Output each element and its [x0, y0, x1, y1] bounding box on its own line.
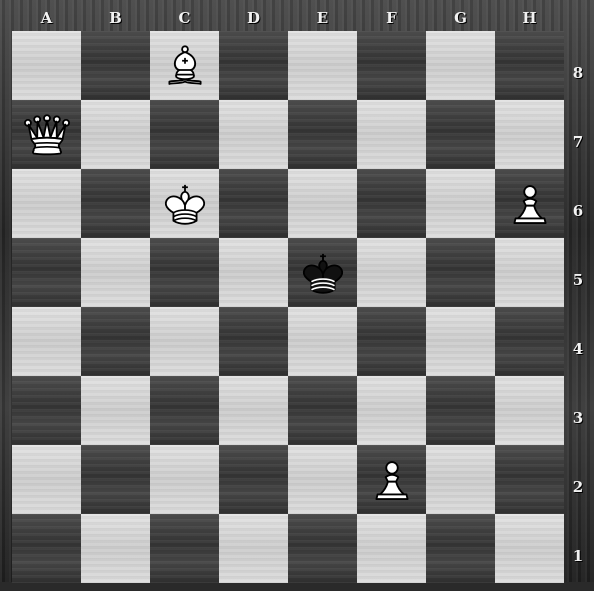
- square-a8[interactable]: [12, 31, 81, 100]
- square-c2[interactable]: [150, 445, 219, 514]
- square-f6[interactable]: [357, 169, 426, 238]
- file-label-e: E: [288, 8, 357, 28]
- square-h5[interactable]: [495, 238, 564, 307]
- square-f7[interactable]: [357, 100, 426, 169]
- square-b5[interactable]: [81, 238, 150, 307]
- square-b6[interactable]: [81, 169, 150, 238]
- square-d8[interactable]: [219, 31, 288, 100]
- file-label-a: A: [12, 8, 81, 28]
- square-f5[interactable]: [357, 238, 426, 307]
- square-a4[interactable]: [12, 307, 81, 376]
- square-c6[interactable]: [150, 169, 219, 238]
- square-a3[interactable]: [12, 376, 81, 445]
- white-pawn-icon-graphic: [366, 454, 418, 506]
- square-e8[interactable]: [288, 31, 357, 100]
- square-h4[interactable]: [495, 307, 564, 376]
- file-label-b: B: [81, 8, 150, 28]
- square-c7[interactable]: [150, 100, 219, 169]
- square-g1[interactable]: [426, 514, 495, 583]
- square-h3[interactable]: [495, 376, 564, 445]
- square-c1[interactable]: [150, 514, 219, 583]
- white-pawn-icon[interactable]: [495, 169, 564, 238]
- rank-label-3: 3: [566, 384, 590, 453]
- square-b8[interactable]: [81, 31, 150, 100]
- square-e3[interactable]: [288, 376, 357, 445]
- file-label-g: G: [426, 8, 495, 28]
- square-g6[interactable]: [426, 169, 495, 238]
- black-king-icon[interactable]: [288, 238, 357, 307]
- square-a2[interactable]: [12, 445, 81, 514]
- file-label-f: F: [357, 8, 426, 28]
- square-a7[interactable]: [12, 100, 81, 169]
- square-f1[interactable]: [357, 514, 426, 583]
- white-queen-icon-graphic: [21, 109, 73, 161]
- white-king-icon[interactable]: [150, 169, 219, 238]
- white-king-icon-graphic: [159, 178, 211, 230]
- square-h7[interactable]: [495, 100, 564, 169]
- rank-label-4: 4: [566, 315, 590, 384]
- white-bishop-icon[interactable]: [150, 31, 219, 100]
- white-queen-icon[interactable]: [12, 100, 81, 169]
- square-d1[interactable]: [219, 514, 288, 583]
- square-g4[interactable]: [426, 307, 495, 376]
- square-e2[interactable]: [288, 445, 357, 514]
- square-a1[interactable]: [12, 514, 81, 583]
- file-label-d: D: [219, 8, 288, 28]
- square-e4[interactable]: [288, 307, 357, 376]
- white-pawn-icon[interactable]: [357, 445, 426, 514]
- black-king-icon-graphic: [297, 247, 349, 299]
- square-d2[interactable]: [219, 445, 288, 514]
- square-g8[interactable]: [426, 31, 495, 100]
- square-e5[interactable]: [288, 238, 357, 307]
- square-d3[interactable]: [219, 376, 288, 445]
- square-e7[interactable]: [288, 100, 357, 169]
- square-f3[interactable]: [357, 376, 426, 445]
- white-bishop-icon-graphic: [159, 40, 211, 92]
- square-f8[interactable]: [357, 31, 426, 100]
- square-f2[interactable]: [357, 445, 426, 514]
- square-d5[interactable]: [219, 238, 288, 307]
- square-d7[interactable]: [219, 100, 288, 169]
- square-a6[interactable]: [12, 169, 81, 238]
- square-h8[interactable]: [495, 31, 564, 100]
- square-c4[interactable]: [150, 307, 219, 376]
- square-g5[interactable]: [426, 238, 495, 307]
- square-g7[interactable]: [426, 100, 495, 169]
- square-h2[interactable]: [495, 445, 564, 514]
- square-b4[interactable]: [81, 307, 150, 376]
- rank-label-5: 5: [566, 246, 590, 315]
- chess-board: [12, 31, 564, 583]
- square-b2[interactable]: [81, 445, 150, 514]
- rank-label-8: 8: [566, 39, 590, 108]
- file-label-h: H: [495, 8, 564, 28]
- square-g3[interactable]: [426, 376, 495, 445]
- square-h1[interactable]: [495, 514, 564, 583]
- rank-label-2: 2: [566, 453, 590, 522]
- square-c3[interactable]: [150, 376, 219, 445]
- square-d6[interactable]: [219, 169, 288, 238]
- square-b1[interactable]: [81, 514, 150, 583]
- white-pawn-icon-graphic: [504, 178, 556, 230]
- square-d4[interactable]: [219, 307, 288, 376]
- square-b3[interactable]: [81, 376, 150, 445]
- square-e6[interactable]: [288, 169, 357, 238]
- square-g2[interactable]: [426, 445, 495, 514]
- rank-label-7: 7: [566, 108, 590, 177]
- square-h6[interactable]: [495, 169, 564, 238]
- square-a5[interactable]: [12, 238, 81, 307]
- rank-label-1: 1: [566, 522, 590, 591]
- rank-label-6: 6: [566, 177, 590, 246]
- square-c8[interactable]: [150, 31, 219, 100]
- square-e1[interactable]: [288, 514, 357, 583]
- square-c5[interactable]: [150, 238, 219, 307]
- square-f4[interactable]: [357, 307, 426, 376]
- file-label-c: C: [150, 8, 219, 28]
- square-b7[interactable]: [81, 100, 150, 169]
